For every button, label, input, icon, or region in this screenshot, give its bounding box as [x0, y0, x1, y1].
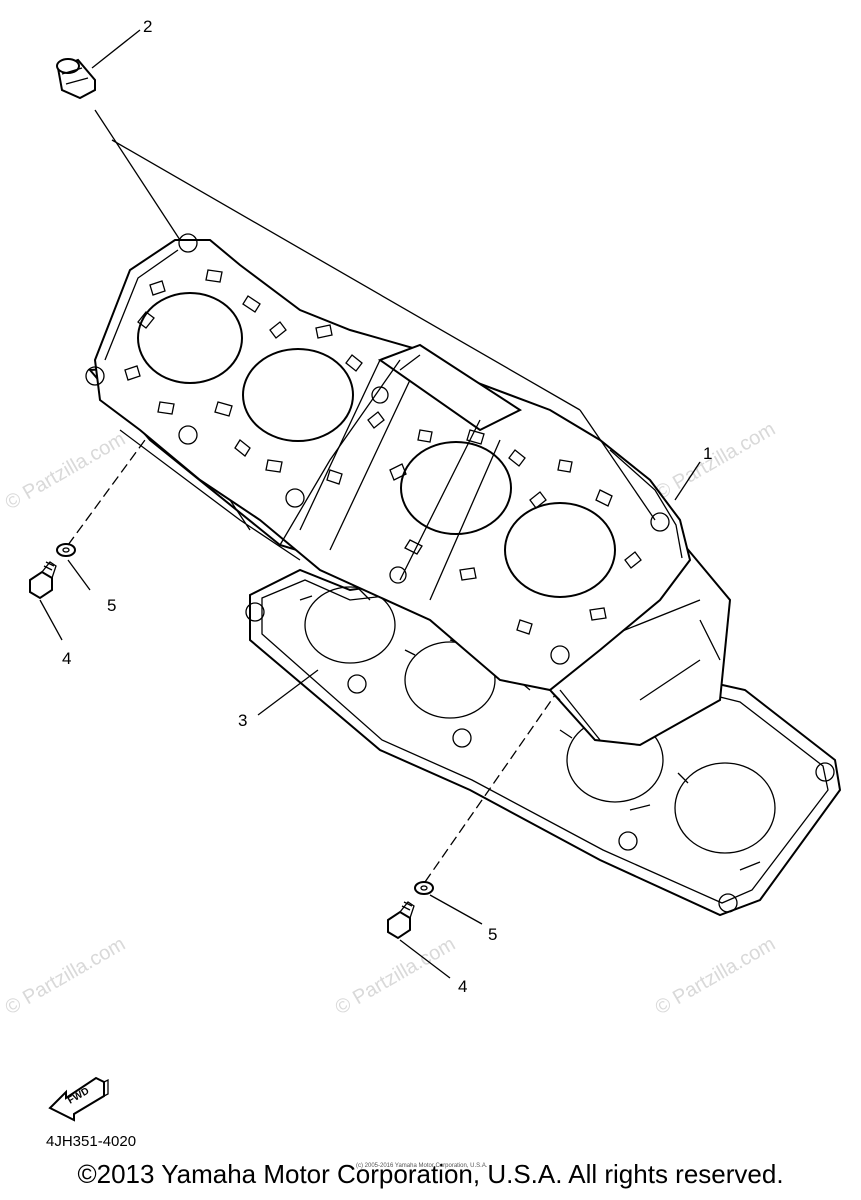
callout-4-upper: 4: [62, 649, 71, 668]
watermark: © Partzilla.com: [2, 428, 130, 514]
watermark: © Partzilla.com: [652, 418, 780, 504]
callout-5-lower: 5: [488, 925, 497, 944]
callout-3: 3: [238, 711, 247, 730]
cylinder-block[interactable]: [85, 233, 732, 747]
washer-upper[interactable]: [56, 543, 76, 557]
tiny-copyright-note: (c) 2005-2016 Yamaha Motor Corporation, …: [356, 1163, 488, 1169]
watermark: © Partzilla.com: [2, 933, 130, 1019]
fwd-arrow-icon: FWD: [48, 1076, 109, 1122]
bolt-upper[interactable]: [29, 561, 57, 600]
callout-4-lower: 4: [458, 977, 467, 996]
washer-lower[interactable]: [414, 881, 434, 895]
callouts: 1 2 3 4 4 5 5: [62, 17, 712, 996]
callout-5-upper: 5: [107, 596, 116, 615]
leader-lines: [39, 29, 701, 979]
copyright-notice: ©2013 Yamaha Motor Corporation, U.S.A. A…: [77, 1159, 784, 1189]
watermark: © Partzilla.com: [332, 933, 460, 1019]
callout-2: 2: [143, 17, 152, 36]
bolt-lower[interactable]: [387, 901, 415, 940]
callout-1: 1: [703, 444, 712, 463]
watermark: © Partzilla.com: [652, 933, 780, 1019]
dowel-pin[interactable]: [56, 58, 96, 100]
part-code: 4JH351-4020: [46, 1133, 137, 1150]
